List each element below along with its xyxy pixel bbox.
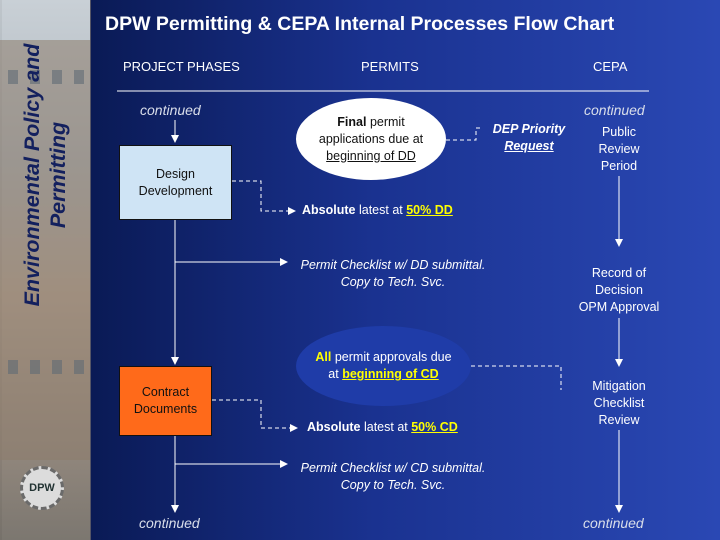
public-line2: Review [598, 142, 640, 156]
page-title: DPW Permitting & CEPA Internal Processes… [105, 13, 615, 35]
all-line2b: beginning of CD [342, 367, 439, 381]
contract-line2: Documents [133, 402, 198, 416]
checklist-dd-line2: Copy to Tech. Svc. [340, 275, 446, 289]
record-line2: Decision [595, 283, 643, 297]
phases-continued-top: continued [140, 102, 201, 118]
dashed-arrow-absolute-cd [212, 399, 298, 432]
final-line3: beginning of DD [326, 148, 416, 163]
building-shape [0, 40, 90, 460]
record-line1: Record of [591, 266, 647, 280]
absolute-cd-pct: 50% CD [411, 420, 458, 434]
column-header-phases: PROJECT PHASES [123, 59, 240, 74]
final-line2: applications due at [318, 131, 424, 146]
cepa-continued-top: continued [584, 102, 645, 118]
sidebar-title-line2: Permitting [46, 121, 70, 229]
design-line1: Design [156, 166, 195, 181]
all-bold: All [315, 350, 332, 364]
absolute-cd-rest: latest at [363, 420, 408, 434]
cepa-continued-bottom: continued [583, 515, 644, 531]
final-permit-ellipse: Final permit applications due at beginni… [296, 98, 446, 180]
absolute-cd-bold: Absolute [307, 420, 361, 434]
building-window [30, 70, 40, 84]
dashed-link-dep [446, 127, 483, 141]
design-development-box: Design Development [119, 145, 232, 220]
absolute-dd-bold: Absolute [302, 203, 356, 217]
mitigation-line2: Checklist [593, 396, 645, 410]
connector-lines [117, 90, 649, 513]
building-window [8, 70, 18, 84]
public-line3: Period [600, 159, 638, 173]
absolute-dd-rest: latest at [358, 203, 403, 217]
checklist-cd-line1: Permit Checklist w/ CD submittal. [300, 461, 486, 475]
checklist-cd-line2: Copy to Tech. Svc. [340, 478, 446, 492]
contract-documents-box: Contract Documents [119, 366, 212, 436]
all-rest: permit approvals due [334, 350, 452, 364]
permit-checklist-dd: Permit Checklist w/ DD submittal. Copy t… [287, 257, 499, 291]
dpw-logo: DPW [20, 466, 64, 510]
record-of-decision: Record of Decision OPM Approval [559, 265, 679, 316]
dashed-arrow-absolute-dd [232, 180, 296, 215]
column-header-cepa: CEPA [593, 59, 628, 74]
phases-continued-bottom: continued [139, 515, 200, 531]
final-bold: Final [337, 114, 367, 129]
column-header-permits: PERMITS [361, 59, 419, 74]
building-window [52, 70, 62, 84]
mitigation-line3: Review [598, 413, 640, 427]
public-line1: Public [601, 125, 637, 139]
absolute-dd-pct: 50% DD [406, 203, 453, 217]
all-line2a: at [328, 367, 339, 381]
building-window [74, 70, 84, 84]
dashed-link-mitigation [471, 365, 562, 390]
dep-line1: DEP Priority [492, 122, 566, 136]
absolute-latest-dd: Absolute latest at 50% DD [302, 203, 453, 217]
record-line3: OPM Approval [578, 300, 660, 314]
dep-priority-request: DEP Priority Request [479, 121, 579, 155]
permit-checklist-cd: Permit Checklist w/ CD submittal. Copy t… [287, 460, 499, 494]
dep-line2: Request [504, 139, 554, 153]
absolute-latest-cd: Absolute latest at 50% CD [307, 420, 458, 434]
contract-line1: Contract [141, 385, 190, 399]
final-rest: permit [369, 114, 405, 129]
building-window [8, 360, 18, 374]
building-window [52, 360, 62, 374]
building-window [74, 360, 84, 374]
mitigation-line1: Mitigation [592, 379, 646, 393]
public-review-period: Public Review Period [579, 124, 659, 175]
building-window [30, 360, 40, 374]
design-line2: Development [138, 183, 213, 198]
mitigation-checklist-review: Mitigation Checklist Review [569, 378, 669, 429]
sidebar-photo-panel: Environmental Policy and Permitting DPW [0, 0, 91, 540]
checklist-dd-line1: Permit Checklist w/ DD submittal. [300, 258, 486, 272]
flowchart-area: DPW Permitting & CEPA Internal Processes… [91, 0, 720, 540]
dpw-logo-text: DPW [29, 482, 55, 494]
sidebar-title: Environmental Policy and Permitting [19, 44, 71, 307]
all-permit-approvals-ellipse: All permit approvals due at beginning of… [296, 326, 471, 406]
sidebar-title-line1: Environmental Policy and [20, 43, 44, 307]
